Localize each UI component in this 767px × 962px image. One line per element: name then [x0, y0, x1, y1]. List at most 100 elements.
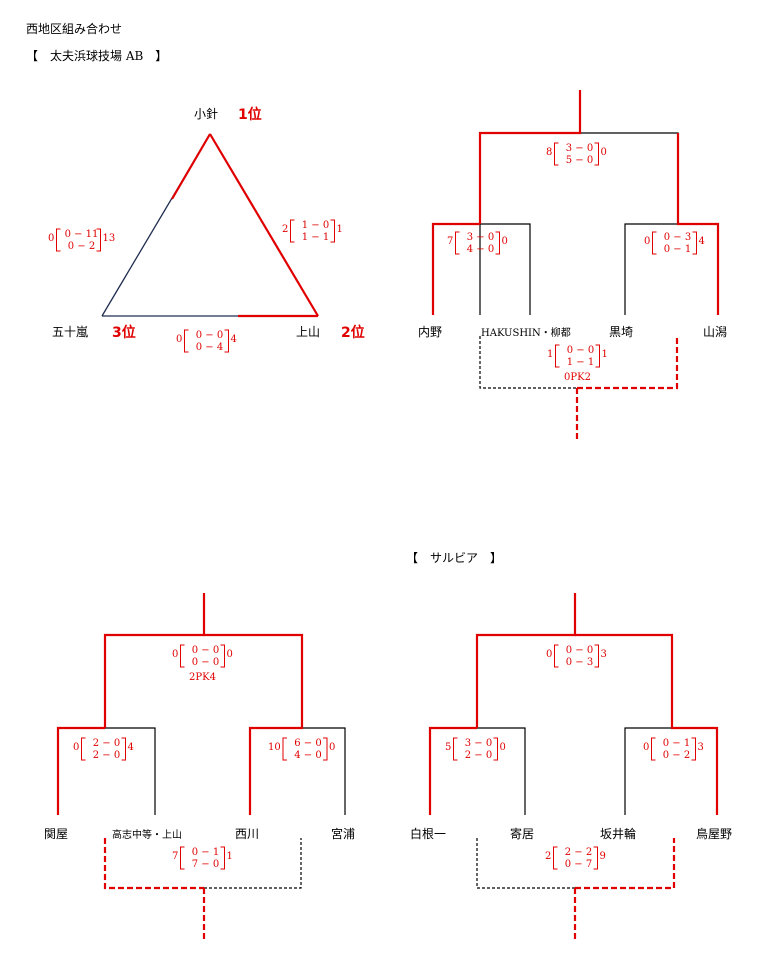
score-total-b: 1	[602, 349, 608, 360]
score-half-2: 0 − 3	[566, 657, 593, 668]
score-total-a: 7	[172, 851, 178, 862]
bracket-1-team-3: 黒埼	[609, 325, 633, 339]
bracket-1-team-1: 内野	[418, 325, 442, 339]
score-bracket-left	[555, 344, 560, 368]
score-bracket-left	[184, 329, 189, 353]
score-total-b: 3	[698, 742, 704, 753]
score-bracket-right	[224, 329, 229, 353]
score-bracket-right	[692, 231, 697, 255]
score-bracket-left	[81, 737, 86, 761]
score-total-b: 9	[600, 851, 606, 862]
bracket-1-team-4: 山潟	[703, 325, 727, 339]
score-bracket-right	[493, 737, 498, 761]
score-half-2: 1 − 1	[302, 232, 329, 243]
score-bracket-right	[594, 644, 599, 668]
score-half-1: 0 − 0	[566, 645, 593, 656]
score-half-1: 2 − 0	[93, 738, 120, 749]
score-total-a: 8	[546, 147, 552, 158]
score-total-b: 0	[601, 147, 607, 158]
score-half-1: 3 − 0	[465, 738, 492, 749]
score-total-b: 0	[329, 742, 335, 753]
score-half-1: 3 − 0	[566, 143, 593, 154]
score-bracket-right	[323, 737, 328, 761]
score-total-b: 1	[337, 224, 343, 235]
score-half-2: 0 − 1	[664, 244, 691, 255]
score-total-a: 7	[447, 236, 453, 247]
league-team-right: 上山	[296, 325, 320, 339]
league-team-left: 五十嵐	[52, 325, 88, 339]
bracket-3-team-4: 鳥屋野	[696, 826, 732, 841]
score-half-2: 4 − 0	[467, 244, 494, 255]
score-bracket-left	[282, 737, 287, 761]
score-half-2: 1 − 1	[567, 357, 594, 368]
score-bracket-right	[691, 737, 696, 761]
score-bracket-right	[96, 228, 101, 252]
league-triangle	[101, 133, 319, 318]
score-bracket-left	[553, 846, 558, 870]
score-bracket-left	[652, 231, 657, 255]
score-half-1: 1 − 0	[302, 220, 329, 231]
score-total-b: 4	[128, 742, 134, 753]
score-total-a: 0	[172, 649, 178, 660]
score-total-a: 0	[176, 334, 182, 345]
score-half-1: 0 − 0	[196, 330, 223, 341]
score-total-a: 0	[643, 742, 649, 753]
bracket-1-lines	[431, 90, 720, 440]
score-half-1: 0 − 1	[192, 847, 219, 858]
league-rank-left: 3位	[112, 324, 136, 341]
score-half-1: 0 − 11	[65, 229, 99, 240]
score-total-b: 0	[502, 236, 508, 247]
score-total-a: 2	[545, 851, 551, 862]
score-bracket-left	[453, 737, 458, 761]
bracket-2-lines	[56, 593, 346, 940]
league-rank-top: 1位	[238, 106, 262, 123]
score-league-right: 2 1 − 01 − 1 1	[282, 219, 343, 243]
bracket-2-team-3: 西川	[235, 827, 259, 841]
score-total-a: 0	[73, 742, 79, 753]
score-bracket-left	[290, 219, 295, 243]
bracket-3-team-2: 寄居	[510, 826, 534, 841]
bracket-2-team-1: 関屋	[44, 827, 68, 841]
score-half-1: 0 − 1	[663, 738, 690, 749]
bracket-3-team-1: 白根一	[410, 826, 446, 841]
score-total-b: 0	[227, 649, 233, 660]
sheet-title: 西地区組み合わせ	[26, 21, 122, 36]
bracket-3-lines	[428, 593, 719, 940]
score-half-2: 0 − 4	[196, 342, 223, 353]
score-half-2: 7 − 0	[192, 859, 219, 870]
score-b1-semi-left: 7 3 − 04 − 0 0	[447, 231, 508, 255]
score-total-a: 0	[644, 236, 650, 247]
score-half-1: 2 − 2	[565, 847, 592, 858]
score-bracket-right	[121, 737, 126, 761]
score-bracket-left	[56, 228, 61, 252]
score-bracket-right	[593, 846, 598, 870]
score-half-1: 0 − 3	[664, 232, 691, 243]
score-bracket-right	[220, 846, 225, 870]
score-bracket-right	[595, 344, 600, 368]
score-pk: 0PK2	[564, 372, 591, 383]
score-bracket-right	[594, 142, 599, 166]
bracket-2-team-2: 高志中等・上山	[112, 828, 182, 841]
score-total-b: 3	[601, 649, 607, 660]
score-bracket-right	[330, 219, 335, 243]
score-total-a: 1	[547, 349, 553, 360]
score-half-1: 3 − 0	[467, 232, 494, 243]
score-half-1: 6 − 0	[294, 738, 321, 749]
triangle-right-win	[209, 133, 319, 317]
score-half-2: 2 − 0	[465, 750, 492, 761]
score-total-a: 2	[282, 224, 288, 235]
score-total-b: 0	[500, 742, 506, 753]
triangle-left-win	[171, 133, 211, 200]
bracket-1-team-2: HAKUSHIN・柳都	[481, 326, 571, 339]
